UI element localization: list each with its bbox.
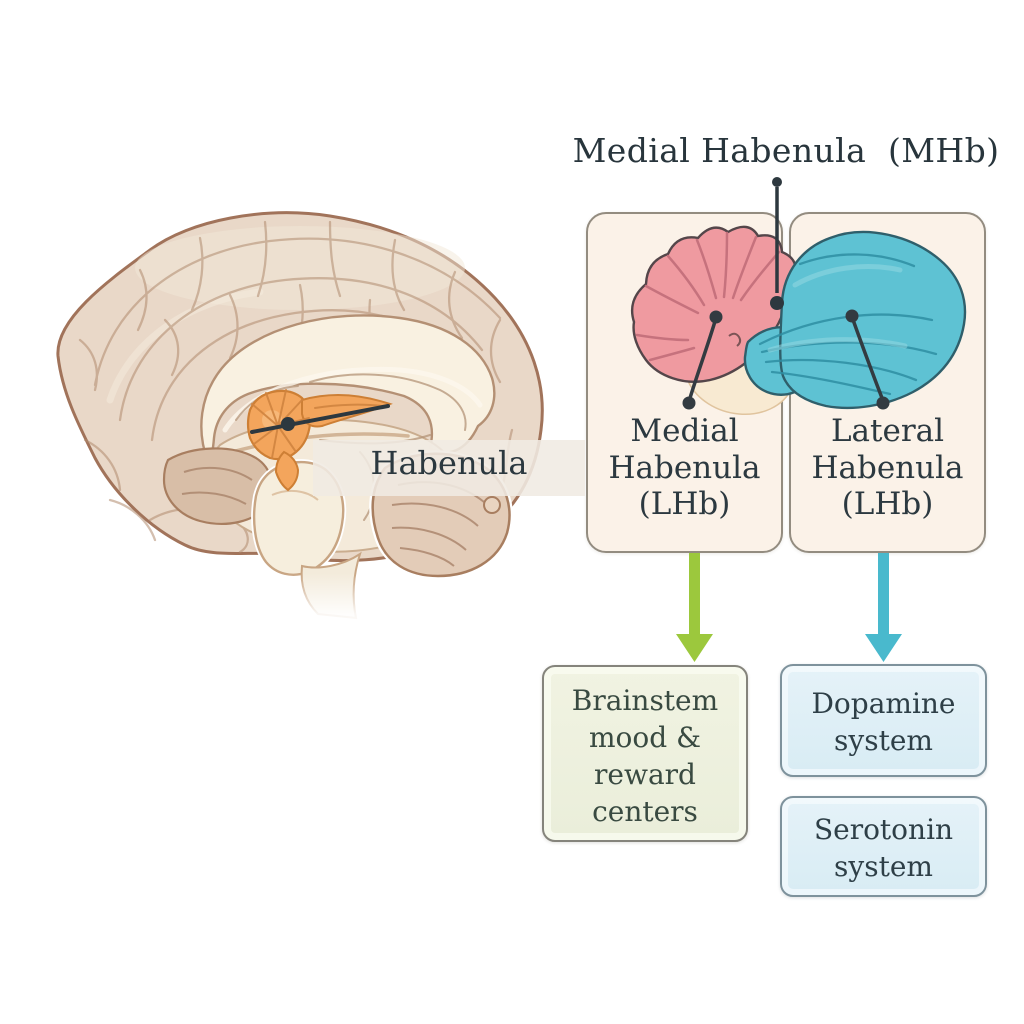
gyri-lines xyxy=(78,220,514,554)
dopamine-line2: system xyxy=(834,724,933,757)
lateral-label-line1: Lateral xyxy=(830,413,945,449)
lateral-habenula-label: Lateral Habenula (LHb) xyxy=(789,413,986,523)
temporal-lobe-detail xyxy=(162,447,274,525)
brainstem-line3: reward xyxy=(594,758,696,791)
lateral-label-line3: (LHb) xyxy=(841,486,934,522)
down-arrow-teal xyxy=(865,553,902,662)
brainstem xyxy=(251,459,413,631)
medial-label-line3: (LHb) xyxy=(638,486,731,522)
serotonin-box: Serotonin system xyxy=(780,796,987,897)
medial-habenula-label: Medial Habenula (LHb) xyxy=(586,413,783,523)
corpus-callosum xyxy=(200,314,496,465)
cerebrum xyxy=(56,211,544,563)
brainstem-box: Brainstem mood & reward centers xyxy=(542,665,748,842)
serotonin-line1: Serotonin xyxy=(813,813,954,846)
dopamine-line1: Dopamine xyxy=(811,687,956,720)
brainstem-line1: Brainstem xyxy=(571,684,719,717)
panel-title: Medial Habenula (MHb) xyxy=(572,131,1000,170)
brainstem-line2: mood & xyxy=(588,721,701,754)
brainstem-line4: centers xyxy=(592,795,698,828)
habenula-pointer-line xyxy=(250,404,390,434)
lateral-label-line2: Habenula xyxy=(811,449,964,486)
medial-label-line1: Medial xyxy=(630,413,739,449)
medial-label-line2: Habenula xyxy=(608,449,761,486)
down-arrow-green xyxy=(676,553,713,662)
brain-illustration xyxy=(56,211,544,631)
midbrain-region xyxy=(205,418,458,553)
habenula-label: Habenula xyxy=(370,444,528,482)
pointer-dot xyxy=(281,417,295,431)
dopamine-box: Dopamine system xyxy=(780,664,987,777)
serotonin-line2: system xyxy=(834,850,933,883)
